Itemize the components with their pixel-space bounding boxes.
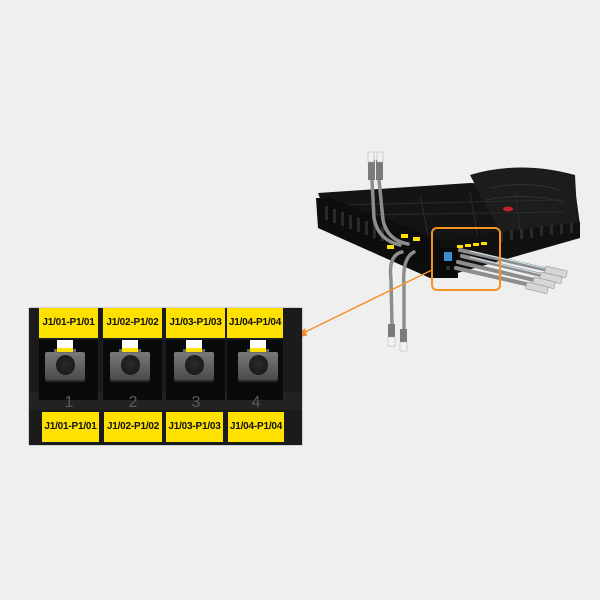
dust-cap-icon [186, 340, 202, 352]
port-number-1: 1 [64, 394, 74, 411]
fiber-port-4 [238, 340, 278, 380]
port-callout-highlight [431, 227, 501, 291]
port-number-4: 4 [251, 394, 261, 411]
port-label-top-2: J1/02-P1/02 [103, 308, 162, 338]
port-label-bottom-2: J1/02-P1/02 [104, 412, 162, 442]
port-number-3: 3 [191, 394, 201, 411]
fiber-port-2 [110, 340, 150, 380]
port-label-top-4: J1/04-P1/04 [227, 308, 283, 338]
port-label-top-3: J1/03-P1/03 [166, 308, 225, 338]
fiber-port-3 [174, 340, 214, 380]
dust-cap-icon [57, 340, 73, 352]
port-number-2: 2 [128, 394, 138, 411]
port-label-bottom-4: J1/04-P1/04 [228, 412, 284, 442]
port-label-top-1: J1/01-P1/01 [39, 308, 98, 338]
dust-cap-icon [250, 340, 266, 352]
port-label-bottom-3: J1/03-P1/03 [166, 412, 223, 442]
fiber-port-1 [45, 340, 85, 380]
dust-cap-icon [122, 340, 138, 352]
port-label-bottom-1: J1/01-P1/01 [42, 412, 99, 442]
zoomed-port-panel: J1/01-P1/01 J1/02-P1/02 J1/03-P1/03 J1/0… [29, 308, 302, 445]
